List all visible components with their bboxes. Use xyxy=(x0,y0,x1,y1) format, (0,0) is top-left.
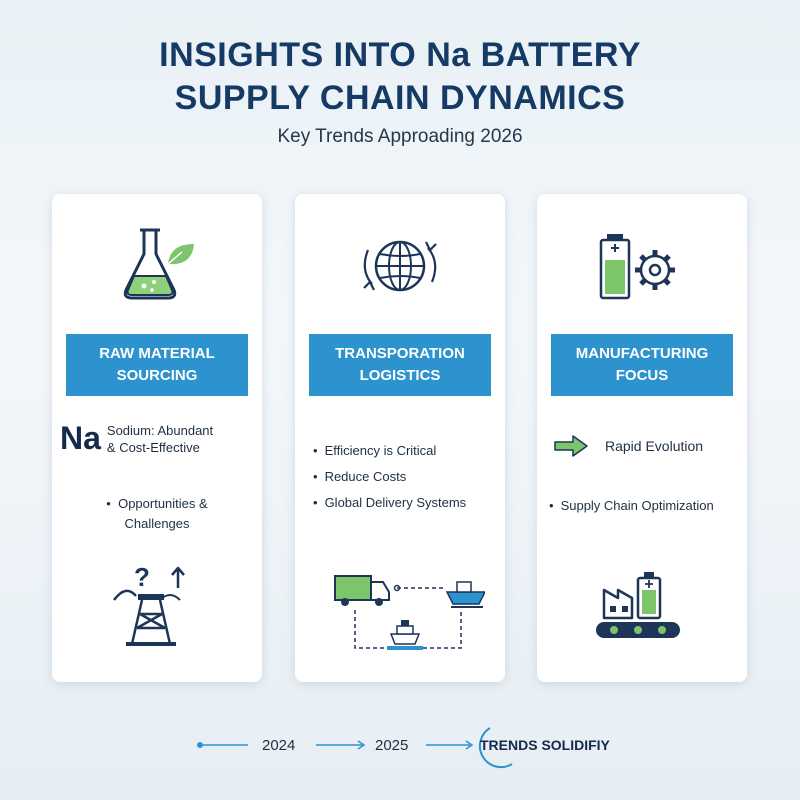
flask-leaf-icon xyxy=(123,228,194,300)
page-title: INSIGHTS INTO Na BATTERY SUPPLY CHAIN DY… xyxy=(0,34,800,120)
question-mark: ? xyxy=(134,562,150,592)
right-arrow-icon xyxy=(554,435,588,457)
truck-icon xyxy=(334,575,390,606)
factory-conveyor-icon xyxy=(596,572,680,638)
ship-icon xyxy=(445,581,485,608)
banner-line-2: LOGISTICS xyxy=(359,367,441,384)
logistics-network-icon xyxy=(334,575,485,650)
sodium-desc-line-2: & Cost-Effective xyxy=(106,439,200,455)
sodium-desc-line-1: Sodium: Abundant xyxy=(106,422,214,438)
banner-line-2: SOURCING xyxy=(116,367,198,384)
banner-line-1: RAW MATERIAL xyxy=(99,345,215,362)
sodium-row: Na Sodium: Abundant & Cost-Effective xyxy=(60,420,213,457)
bullet-global-delivery: Global Delivery Systems xyxy=(313,495,467,510)
ferry-icon xyxy=(387,620,423,650)
card-manufacturing: MANUFACTURING FOCUS Rapid Evolution Supp… xyxy=(537,194,747,682)
bullet-supply-chain: Supply Chain Optimization xyxy=(549,498,714,513)
rapid-evolution-row: Rapid Evolution xyxy=(553,434,703,458)
banner-line-2: FOCUS xyxy=(615,367,669,384)
opportunities-line-1: • Opportunities & xyxy=(106,496,208,511)
timeline-start-dot xyxy=(197,742,203,748)
timeline-label-2024: 2024 xyxy=(262,737,296,754)
card-raw-material: RAW MATERIAL SOURCING Na Sodium: Abundan… xyxy=(52,194,262,682)
title-line-1: INSIGHTS INTO Na BATTERY xyxy=(159,36,641,74)
timeline-arrow-2 xyxy=(465,740,474,750)
bullet-efficiency: Efficiency is Critical xyxy=(313,443,437,458)
timeline xyxy=(197,727,513,769)
card-transportation: TRANSPORATION LOGISTICS Efficiency is Cr… xyxy=(295,194,505,682)
sodium-desc: Sodium: Abundant & Cost-Effective xyxy=(107,422,213,456)
rapid-evolution-text: Rapid Evolution xyxy=(605,438,704,454)
gear-icon xyxy=(635,250,675,290)
title-line-2: SUPPLY CHAIN DYNAMICS xyxy=(174,79,626,117)
bullet-reduce-costs: Reduce Costs xyxy=(313,469,407,484)
battery-gear-icon xyxy=(599,234,675,300)
banner-line-1: TRANSPORATION xyxy=(335,345,465,362)
banner-transportation: TRANSPORATION LOGISTICS xyxy=(309,334,491,396)
timeline-final-label: TRENDS SOLIDIFIY xyxy=(480,737,610,753)
sodium-symbol: Na xyxy=(60,420,101,456)
banner-manufacturing: MANUFACTURING FOCUS xyxy=(551,334,733,396)
timeline-arrow-1 xyxy=(357,740,366,750)
banner-line-1: MANUFACTURING xyxy=(575,345,709,362)
timeline-label-2025: 2025 xyxy=(375,737,409,754)
opportunities-bullet: • Opportunities & Challenges xyxy=(82,494,232,534)
timeline-end-ring xyxy=(478,727,513,769)
banner-raw-material: RAW MATERIAL SOURCING xyxy=(66,334,248,396)
oil-rig-icon: ? xyxy=(113,562,185,646)
page-subtitle: Key Trends Approading 2026 xyxy=(277,126,523,147)
opportunities-line-2: Challenges xyxy=(124,516,190,531)
globe-cycle-icon xyxy=(363,240,437,292)
